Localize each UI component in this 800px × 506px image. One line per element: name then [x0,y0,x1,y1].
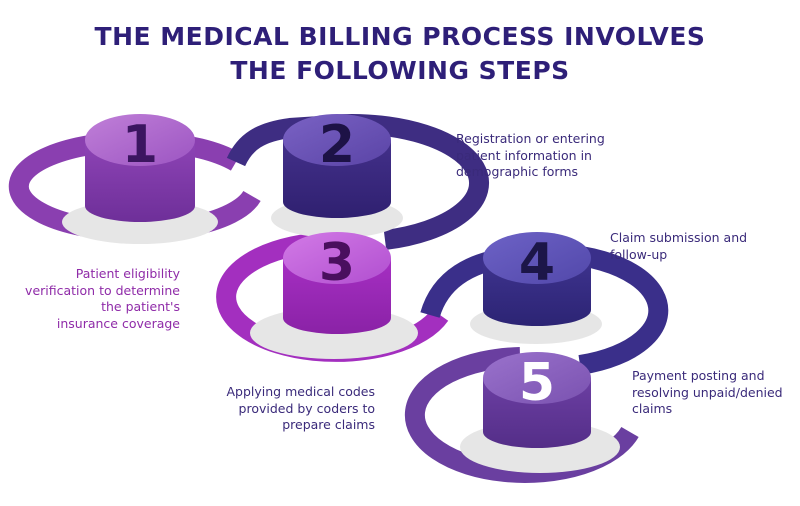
ribbon-2 [226,114,490,250]
page-title: THE MEDICAL BILLING PROCESS INVOLVES THE… [0,20,800,88]
step-5-number: 5 [519,353,555,413]
step-2-cylinder [283,114,391,218]
step-3-cylinder [283,232,391,334]
step-2-caption: Registration or entering patient informa… [456,131,605,179]
step-1-cylinder [85,114,195,222]
title-line-1: THE MEDICAL BILLING PROCESS INVOLVES [94,22,706,51]
step-4-cylinder [483,232,591,326]
title-line-2: THE FOLLOWING STEPS [230,56,570,85]
step-1-number: 1 [122,115,158,175]
step-5-caption: Payment posting and resolving unpaid/den… [632,368,783,416]
step-4-caption: Claim submission and follow-up [610,230,748,262]
step-2-number: 2 [319,115,355,175]
step-1-caption: Patient eligibility verification to dete… [25,266,180,331]
step-3-caption: Applying medical codes provided by coder… [226,384,375,432]
step-5-cylinder [483,352,591,448]
step-4-number: 4 [519,233,555,293]
ribbon-4 [420,243,669,375]
step-3-number: 3 [319,233,355,293]
